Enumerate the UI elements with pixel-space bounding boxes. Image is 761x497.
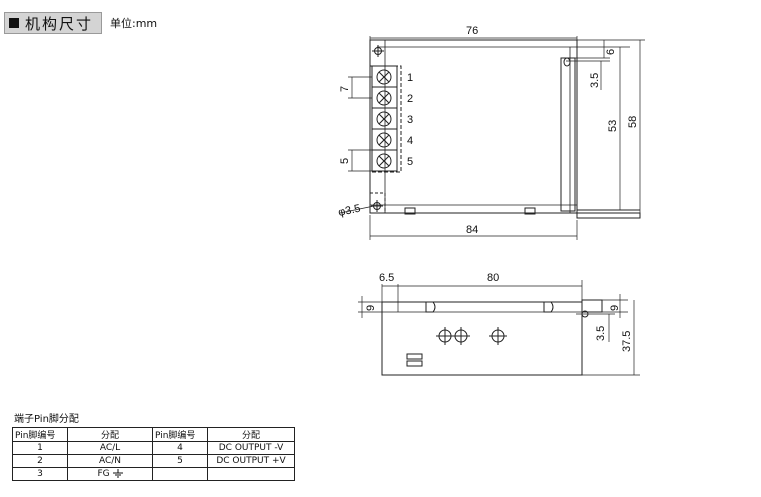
heatsink-slot: [560, 57, 576, 212]
pin-assignment-fg: FG: [67, 467, 153, 481]
header-pin-no: Pin脚编号: [12, 427, 68, 442]
dim-height-outer: 58: [627, 116, 639, 128]
table-row: 1 AC/L 4 DC OUTPUT -V: [12, 441, 295, 455]
top-view-outline: [369, 39, 578, 214]
terminal-label-1: 1: [407, 72, 413, 84]
header: 机构尺寸 单位:mm: [4, 12, 157, 34]
pin-assignment-section: 端子Pin脚分配 Pin脚编号 分配 Pin脚编号 分配 1 AC/L 4 DC…: [12, 410, 295, 481]
dim-side-height: 37.5: [621, 331, 633, 352]
terminal-label-4: 4: [407, 135, 413, 147]
ground-icon: [112, 469, 123, 478]
pin-assignment: FG: [97, 469, 110, 479]
unit-label: 单位:mm: [110, 17, 158, 30]
dim-left-offset: 6.5: [379, 272, 394, 284]
pin-number: 1: [12, 441, 68, 455]
dim-left-top: 9: [365, 305, 377, 311]
terminal-block-outline: [370, 65, 402, 173]
terminal-label-5: 5: [407, 156, 413, 168]
table-row: 3 FG: [12, 467, 295, 481]
mounting-hole-bottom: [369, 192, 386, 214]
pin-assignment: [207, 467, 295, 481]
square-bullet-icon: [9, 18, 19, 28]
dim-width-bottom: 84: [466, 224, 478, 236]
dim-height-inner: 53: [607, 120, 619, 132]
header-assignment: 分配: [67, 427, 153, 442]
side-view-outline: [381, 301, 583, 376]
pin-table-header: Pin脚编号 分配 Pin脚编号 分配: [12, 427, 295, 442]
section-title: 机构尺寸: [4, 12, 103, 34]
terminal-label-2: 2: [407, 93, 413, 105]
dim-side-slot-width: 3.5: [595, 326, 607, 341]
terminal-screws: [371, 65, 398, 172]
pin-assignment: AC/L: [67, 441, 153, 455]
dim-hole-diameter: φ3.5: [337, 203, 361, 219]
pin-number: 5: [152, 454, 208, 468]
pin-number: 2: [12, 454, 68, 468]
pin-table-caption: 端子Pin脚分配: [14, 414, 79, 425]
section-title-text: 机构尺寸: [25, 14, 94, 33]
dim-top-slot-offset: 6: [605, 49, 617, 55]
dim-slot-width: 3.5: [589, 73, 601, 88]
header-pin-no-2: Pin脚编号: [152, 427, 208, 442]
terminal-label-3: 3: [407, 114, 413, 126]
pin-number: 4: [152, 441, 208, 455]
pin-assignment: DC OUTPUT -V: [207, 441, 295, 455]
pin-number: [152, 467, 208, 481]
dim-pitch: 7: [339, 86, 351, 92]
pin-number: 3: [12, 467, 68, 481]
pin-table: Pin脚编号 分配 Pin脚编号 分配 1 AC/L 4 DC OUTPUT -…: [12, 427, 295, 481]
pin-assignment: AC/N: [67, 454, 153, 468]
top-view-labels: 76 84 53 58 6 3.5 7 5 φ3.5 1 2 3 4 5: [337, 25, 639, 236]
header-assignment-2: 分配: [207, 427, 295, 442]
side-view-labels: 80 6.5 9 9 3.5 37.5: [365, 272, 633, 352]
dim-width-top: 76: [466, 25, 478, 37]
side-view: [358, 280, 640, 376]
side-terminals: [436, 327, 507, 345]
top-view: [339, 36, 645, 240]
dim-length: 80: [487, 272, 499, 284]
pin-assignment: DC OUTPUT +V: [207, 454, 295, 468]
mounting-hole-top: [372, 45, 384, 57]
dim-right-top: 9: [609, 305, 621, 311]
dim-terminal: 5: [339, 158, 351, 164]
table-row: 2 AC/N 5 DC OUTPUT +V: [12, 454, 295, 468]
